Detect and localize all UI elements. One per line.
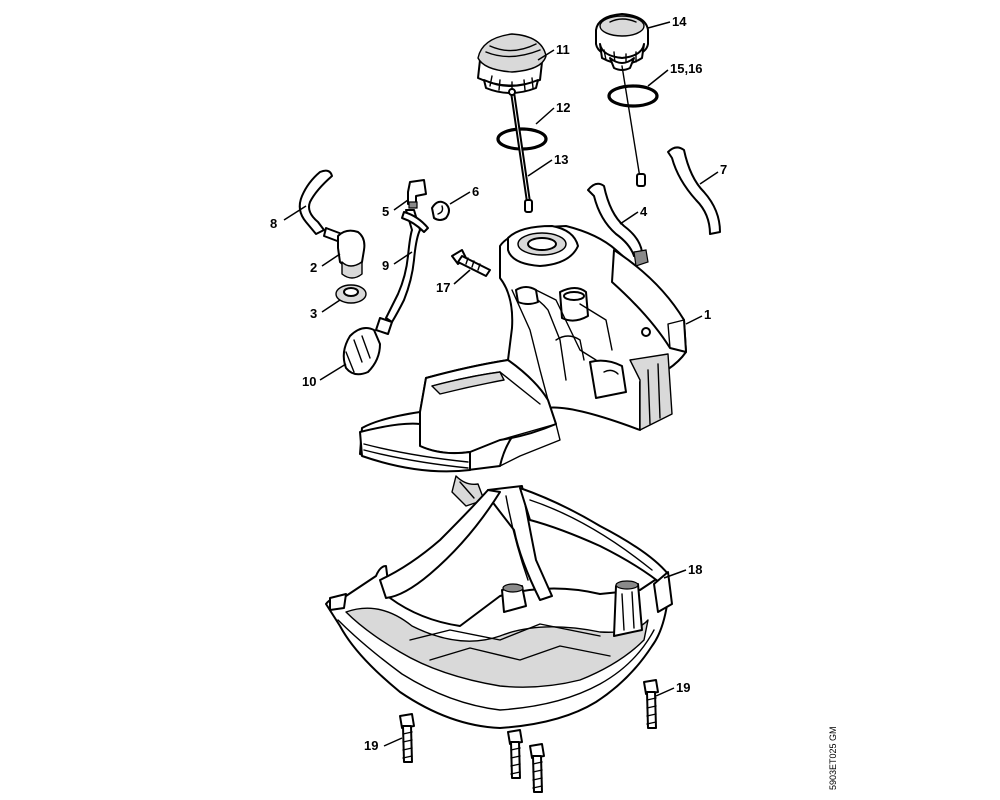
hose-part-4 bbox=[587, 182, 649, 267]
screw-part-19-d bbox=[643, 679, 659, 729]
callout-19-right: 19 bbox=[676, 680, 690, 695]
o-ring-part-15 bbox=[607, 84, 659, 108]
callout-17: 17 bbox=[436, 280, 450, 295]
callout-14: 14 bbox=[672, 14, 687, 29]
lower-shroud-part-18 bbox=[325, 485, 673, 729]
callout-10: 10 bbox=[302, 374, 316, 389]
callout-18: 18 bbox=[688, 562, 702, 577]
callout-11: 11 bbox=[556, 42, 570, 57]
leader-line-3 bbox=[321, 299, 341, 313]
hose-part-7 bbox=[667, 146, 721, 235]
leader-line-6 bbox=[449, 191, 471, 205]
tank-housing-part-1 bbox=[359, 225, 687, 507]
screw-part-19-b bbox=[507, 729, 523, 779]
fuel-filter-part-10 bbox=[342, 317, 393, 376]
callout-3: 3 bbox=[310, 306, 317, 321]
callout-8: 8 bbox=[270, 216, 277, 231]
callout-1: 1 bbox=[704, 307, 711, 322]
callout-4: 4 bbox=[640, 204, 648, 219]
leader-line-14 bbox=[647, 21, 671, 29]
callout-5: 5 bbox=[382, 204, 389, 219]
callout-15-16: 15,16 bbox=[670, 61, 703, 76]
valve-part-2 bbox=[323, 227, 366, 279]
grommet-part-3 bbox=[335, 284, 367, 304]
leader-lines bbox=[283, 21, 719, 747]
drawing-reference-code: 5903ET025 GM bbox=[828, 726, 838, 790]
callout-12: 12 bbox=[556, 100, 570, 115]
callout-13: 13 bbox=[554, 152, 568, 167]
leader-line-18 bbox=[663, 569, 687, 579]
leader-line-11 bbox=[537, 49, 555, 61]
leader-line-12 bbox=[535, 107, 555, 125]
leader-line-15-16 bbox=[647, 69, 669, 87]
leader-line-17 bbox=[453, 269, 471, 285]
callout-19-left: 19 bbox=[364, 738, 378, 753]
screw-part-19-c bbox=[529, 743, 545, 793]
callout-7: 7 bbox=[720, 162, 727, 177]
leader-line-7 bbox=[699, 171, 719, 185]
fuel-cap-part-11 bbox=[477, 33, 547, 94]
leader-line-19-a bbox=[383, 737, 403, 747]
callout-6: 6 bbox=[472, 184, 479, 199]
oil-cap-part-14 bbox=[595, 13, 649, 71]
leader-line-5 bbox=[393, 199, 409, 211]
leader-line-13 bbox=[527, 159, 553, 177]
callout-9: 9 bbox=[382, 258, 389, 273]
leader-line-19-b bbox=[655, 687, 675, 697]
dipstick-part-16 bbox=[621, 65, 646, 187]
callout-labels: 1 2 3 4 5 6 7 8 9 10 11 12 13 14 15,16 1… bbox=[270, 14, 727, 753]
screw-part-17 bbox=[451, 249, 491, 277]
leader-line-2 bbox=[321, 253, 341, 267]
elbow-fitting-part-5 bbox=[407, 179, 427, 209]
pickup-line-part-13 bbox=[508, 88, 533, 213]
fuel-line-part-9 bbox=[385, 209, 429, 323]
screw-part-19-a bbox=[399, 713, 415, 763]
leader-line-9 bbox=[393, 251, 413, 265]
hose-part-6 bbox=[431, 200, 450, 221]
leader-line-8 bbox=[283, 205, 307, 221]
leader-line-1 bbox=[685, 315, 703, 325]
hose-part-8 bbox=[298, 169, 333, 235]
callout-2: 2 bbox=[310, 260, 317, 275]
leader-line-4 bbox=[619, 211, 639, 225]
leader-line-10 bbox=[319, 363, 347, 381]
